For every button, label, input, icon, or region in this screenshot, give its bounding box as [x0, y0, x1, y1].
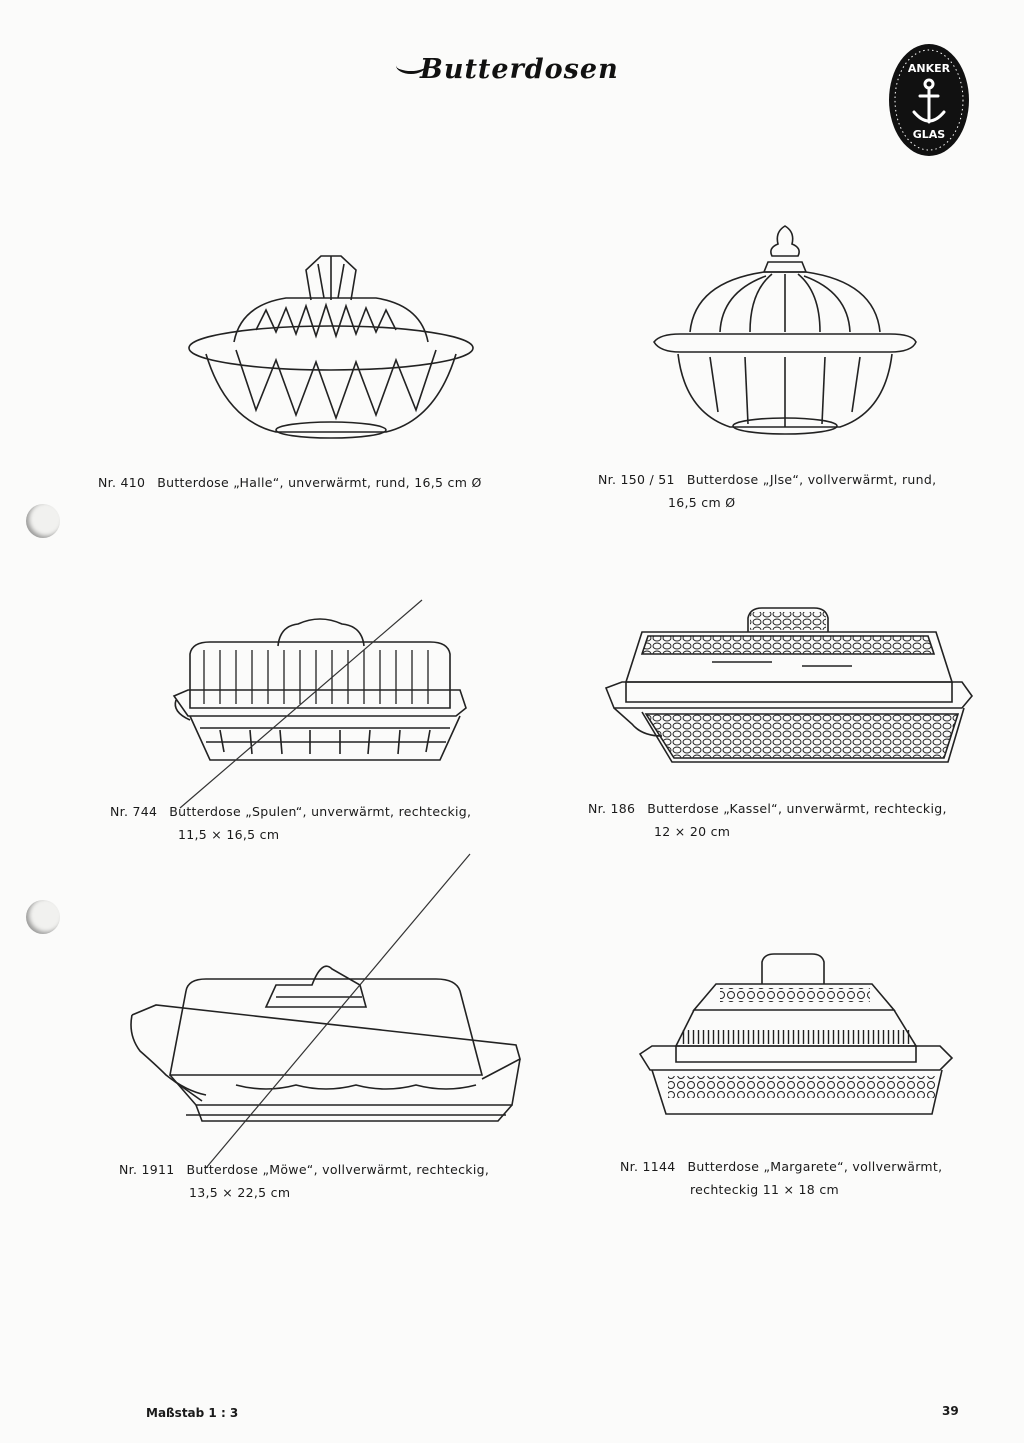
item-description: Butterdose „Möwe“, vollverwärmt, rechtec… — [186, 1162, 490, 1177]
item-number: Nr. 1144 — [620, 1159, 676, 1174]
caption-item-150-51: Nr. 150 / 51 Butterdose „Jlse“, vollverwä… — [598, 468, 936, 514]
item-dimensions: rechteckig 11 × 18 cm — [690, 1182, 839, 1197]
rect-butter-dish-moewe-icon — [130, 965, 521, 1122]
item-number: Nr. 150 / 51 — [598, 472, 675, 487]
item-dimensions: 12 × 20 cm — [654, 824, 731, 839]
item-number: Nr. 744 — [110, 804, 158, 819]
anker-glas-logo: ANKER GLAS — [889, 44, 969, 156]
rect-butter-dish-kassel-icon — [604, 607, 974, 763]
item-description: Butterdose „Jlse“, vollverwärmt, rund, — [686, 472, 937, 487]
caption-item-1144: Nr. 1144 Butterdose „Margarete“, vollverw… — [620, 1155, 942, 1201]
overlay-diagonal-line — [205, 853, 471, 1169]
logo-top-text: ANKER — [908, 62, 951, 75]
item-description: Butterdose „Kassel“, unverwärmt, rechtec… — [647, 801, 947, 816]
item-number: Nr. 410 — [98, 475, 146, 490]
title-swash-icon — [396, 57, 426, 74]
page-number: 39 — [942, 1404, 959, 1418]
item-description: Butterdose „Margarete“, vollverwärmt, — [687, 1159, 943, 1174]
item-number: Nr. 1911 — [119, 1162, 175, 1177]
rect-butter-dish-margarete-icon — [638, 953, 954, 1115]
item-description: Butterdose „Halle“, unverwärmt, rund, 16… — [157, 475, 482, 490]
item-dimensions: 13,5 × 22,5 cm — [189, 1185, 291, 1200]
item-description: Butterdose „Spulen“, unverwärmt, rechtec… — [169, 804, 472, 819]
anchor-icon — [912, 78, 946, 124]
page-title: Butterdosen — [396, 54, 619, 85]
item-dimensions: 16,5 cm Ø — [668, 495, 736, 510]
caption-item-186: Nr. 186 Butterdose „Kassel“, unverwärmt, … — [588, 797, 947, 843]
scale-note: Maßstab 1 : 3 — [146, 1406, 239, 1420]
logo-bottom-text: GLAS — [913, 128, 946, 141]
overlay-diagonal-line — [179, 599, 423, 809]
item-number: Nr. 186 — [588, 801, 636, 816]
caption-item-410: Nr. 410 Butterdose „Halle“, unverwärmt, r… — [98, 471, 482, 494]
round-butter-dish-halle-icon — [188, 255, 474, 439]
punch-hole-bottom — [26, 900, 60, 934]
caption-item-1911: Nr. 1911 Butterdose „Möwe“, vollverwärmt,… — [119, 1158, 489, 1204]
punch-hole-top — [26, 504, 60, 538]
round-butter-dish-jlse-icon — [653, 225, 917, 435]
caption-item-744: Nr. 744 Butterdose „Spulen“, unverwärmt, … — [110, 800, 471, 846]
item-dimensions: 11,5 × 16,5 cm — [178, 827, 280, 842]
